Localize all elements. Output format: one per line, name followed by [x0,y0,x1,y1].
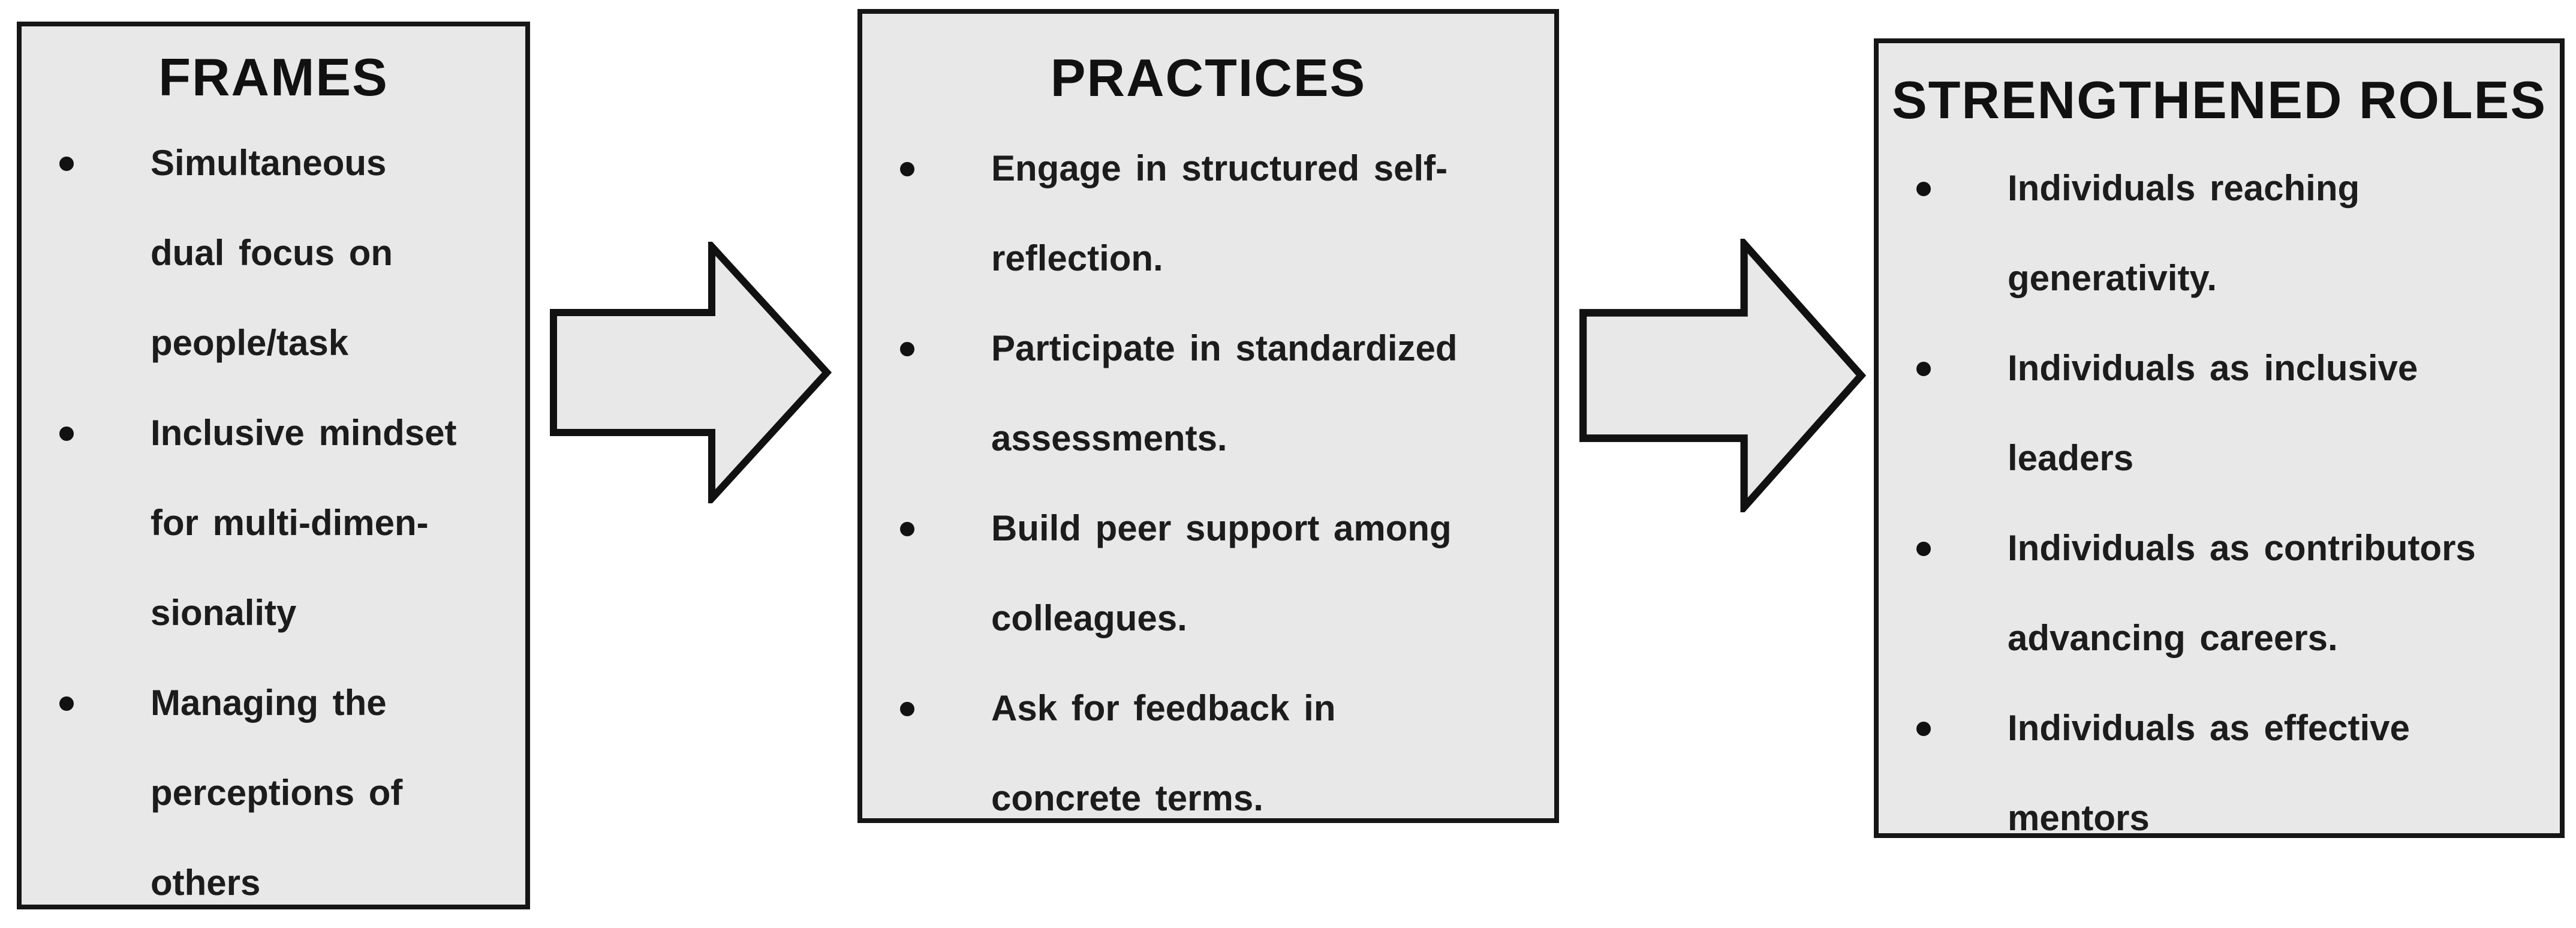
strengthened-roles-box-title: STRENGTHENED ROLES [1891,70,2547,130]
bullet-line: people/task [151,323,349,364]
list-item: Build peer support among colleagues. [900,483,1554,663]
bullet-line: for multi-dimen- [151,503,429,543]
list-item: Managing the perceptions of others [59,658,525,928]
bullet-dot-icon [59,427,74,442]
bullet-line: dual focus on [151,233,393,274]
bullet-line: advancing careers. [2008,618,2338,659]
bullet-dot-icon [59,157,74,172]
list-item: Participate in standardized assessments. [900,304,1554,483]
strengthened-roles-bullet-list: Individuals reaching generativity. Indiv… [1879,143,2560,863]
list-item: Simultaneous dual focus on people/task [59,118,525,388]
arrow-right-icon [1579,239,1866,512]
bullet-line: Individuals as contributors [2008,528,2476,569]
bullet-line: Managing the [151,683,387,723]
bullet-dot-icon [59,696,74,711]
bullet-line: perceptions of [151,773,403,813]
list-item: Ask for feedback in concrete terms. [900,663,1554,843]
frames-box: FRAMES Simultaneous dual focus on people… [17,22,530,909]
frames-bullet-list: Simultaneous dual focus on people/task I… [22,118,525,928]
bullet-dot-icon [1916,182,1931,197]
bullet-line: mentors [2008,798,2150,839]
list-item: Inclusive mindset for multi-dimen- siona… [59,388,525,658]
strengthened-roles-box: STRENGTHENED ROLES Individuals reaching … [1874,38,2565,838]
bullet-line: leaders [2008,438,2134,479]
list-item: Individuals reaching generativity. [1916,143,2560,323]
bullet-line: assessments. [991,418,1227,459]
arrow-right-icon [550,242,832,503]
list-item: Engage in structured self- reflection. [900,124,1554,304]
bullet-line: Individuals as effective [2008,708,2410,749]
bullet-line: Inclusive mindset [151,413,457,454]
practices-box: PRACTICES Engage in structured self- ref… [857,9,1559,823]
bullet-line: Individuals as inclusive [2008,348,2418,389]
bullet-line: Individuals reaching [2008,168,2360,209]
bullet-dot-icon [900,342,914,357]
list-item: Individuals as inclusive leaders [1916,323,2560,503]
bullet-line: Engage in structured self- [991,148,1448,189]
bullet-line: sionality [151,593,297,633]
practices-box-title: PRACTICES [1050,48,1367,107]
bullet-line: concrete terms. [991,778,1263,819]
bullet-dot-icon [900,702,914,717]
bullet-dot-icon [1916,722,1931,737]
list-item: Individuals as effective mentors [1916,683,2560,863]
bullet-line: Simultaneous [151,143,387,184]
practices-bullet-list: Engage in structured self- reflection. P… [862,124,1554,843]
bullet-line: colleagues. [991,598,1187,639]
frames-box-title: FRAMES [158,47,389,107]
bullet-line: Build peer support among [991,508,1452,549]
bullet-dot-icon [900,162,914,177]
list-item: Individuals as contributors advancing ca… [1916,503,2560,683]
bullet-line: Participate in standardized [991,328,1458,369]
bullet-line: Ask for feedback in [991,688,1336,729]
bullet-dot-icon [900,522,914,537]
bullet-line: generativity. [2008,258,2217,299]
bullet-dot-icon [1916,542,1931,557]
bullet-line: others [151,863,261,903]
bullet-dot-icon [1916,362,1931,377]
bullet-line: reflection. [991,238,1163,279]
